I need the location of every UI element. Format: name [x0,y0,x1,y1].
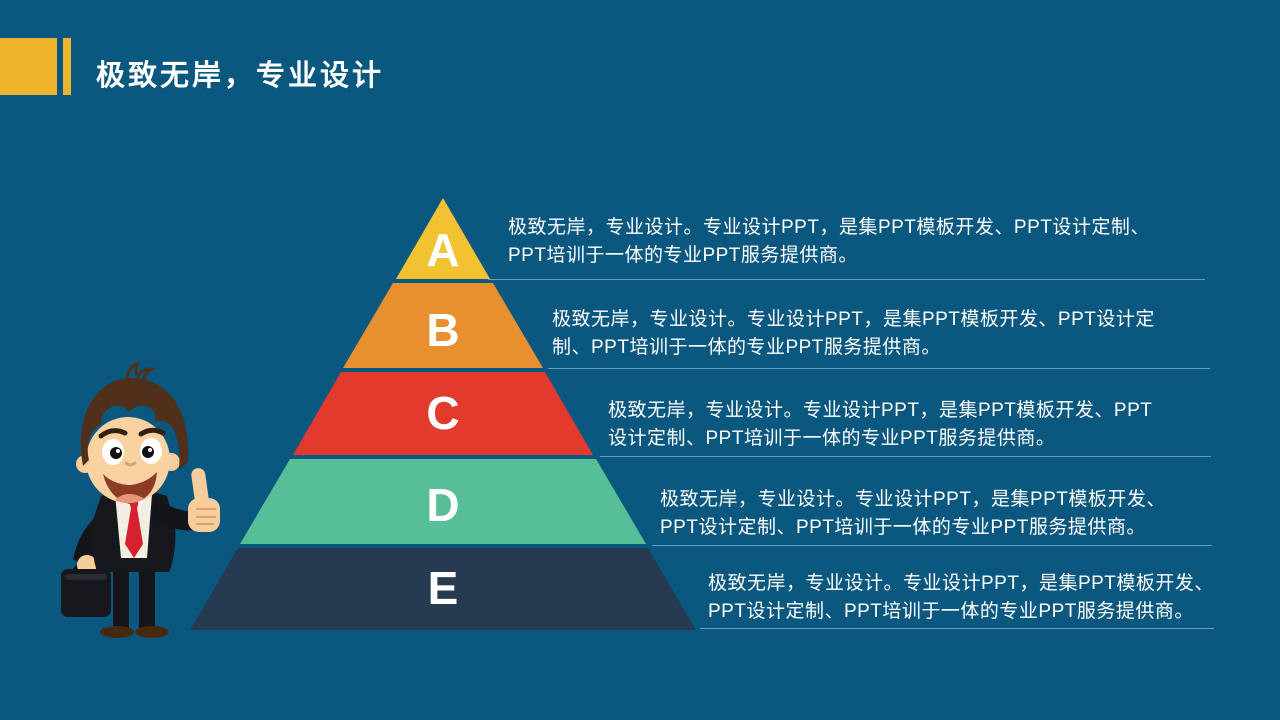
pyramid-letter-c: C [426,387,459,439]
level-b-description: 极致无岸，专业设计。专业设计PPT，是集PPT模板开发、PPT设计定 制、PPT… [552,306,1155,362]
level-b-description-line-1: 极致无岸，专业设计。专业设计PPT，是集PPT模板开发、PPT设计定 [552,309,1155,330]
pyramid-level-b [343,283,543,368]
pyramid-level-a [396,198,490,279]
level-d-description-line-1: 极致无岸，专业设计。专业设计PPT，是集PPT模板开发、 [660,489,1166,510]
level-e-description: 极致无岸，专业设计。专业设计PPT，是集PPT模板开发、 PPT设计定制、PPT… [708,570,1214,626]
pyramid-level-e [190,548,696,630]
level-e-description-line-1: 极致无岸，专业设计。专业设计PPT，是集PPT模板开发、 [708,573,1214,594]
pyramid-letter-b: B [426,304,459,356]
level-d-description: 极致无岸，专业设计。专业设计PPT，是集PPT模板开发、 PPT设计定制、PPT… [660,486,1166,542]
level-a-description-line-2: PPT培训于一体的专业PPT服务提供商。 [508,245,858,266]
level-e-description-line-2: PPT设计定制、PPT培训于一体的专业PPT服务提供商。 [708,601,1194,622]
level-c-description: 极致无岸，专业设计。专业设计PPT，是集PPT模板开发、PPT 设计定制、PPT… [608,397,1152,453]
level-b-description-line-2: 制、PPT培训于一体的专业PPT服务提供商。 [552,337,941,358]
businessman-illustration [61,361,220,638]
level-e-divider [700,628,1214,629]
pyramid-letter-a: A [426,224,459,276]
level-b-divider [548,368,1210,369]
pyramid-level-c [293,372,593,455]
pyramid-letter-d: D [426,479,459,531]
pyramid-diagram: A B C D E [190,198,696,630]
level-a-description: 极致无岸，专业设计。专业设计PPT，是集PPT模板开发、PPT设计定制、 PPT… [508,214,1150,270]
level-a-divider [488,279,1205,280]
level-c-description-line-1: 极致无岸，专业设计。专业设计PPT，是集PPT模板开发、PPT [608,400,1153,421]
level-a-description-line-1: 极致无岸，专业设计。专业设计PPT，是集PPT模板开发、PPT设计定制、 [508,217,1150,238]
level-c-description-line-2: 设计定制、PPT培训于一体的专业PPT服务提供商。 [608,428,1056,449]
level-d-divider [652,545,1212,546]
title-accent-bar [63,38,71,95]
title-accent-block [0,38,57,95]
level-c-divider [600,456,1211,457]
pyramid-level-d [240,459,646,544]
page-title: 极致无岸，专业设计 [96,60,385,92]
pyramid-letter-e: E [428,562,459,614]
level-d-description-line-2: PPT设计定制、PPT培训于一体的专业PPT服务提供商。 [660,517,1146,538]
